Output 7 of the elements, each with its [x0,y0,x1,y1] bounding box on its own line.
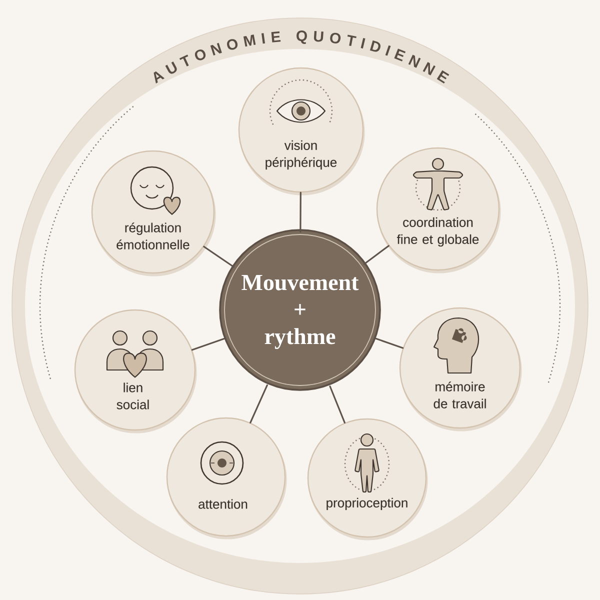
connector-line [203,246,234,268]
connector-line [363,245,390,265]
connector-line [191,338,226,351]
connector-line [329,386,346,424]
connector-line [250,384,268,424]
connector-line [374,338,404,349]
connector-line [300,192,302,233]
